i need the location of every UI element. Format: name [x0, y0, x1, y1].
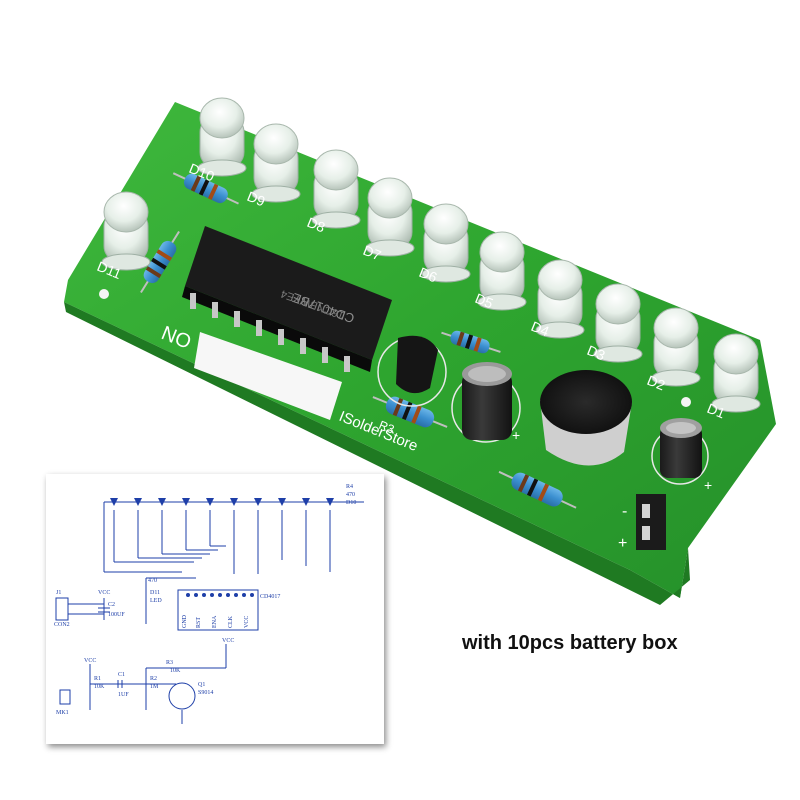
schem-vcc-ic: VCC: [222, 638, 234, 644]
schem-r4: R4: [346, 484, 353, 490]
led: [197, 97, 247, 177]
schem-led-symbol: [182, 498, 190, 506]
schem-led-symbol: [278, 498, 286, 506]
power-connector: [636, 494, 666, 550]
led: [421, 203, 471, 283]
led: [477, 231, 527, 311]
schem-led-symbol: [206, 498, 214, 506]
resistor-label: R3: [377, 418, 397, 437]
schem-led-symbol: [230, 498, 238, 506]
schem-connector-id: J1: [56, 590, 61, 596]
microphone: [540, 370, 632, 466]
capacitor-small: [651, 418, 709, 485]
schem-led-symbol: [302, 498, 310, 506]
led-label: D2: [645, 372, 668, 394]
schem-r5: 470: [148, 578, 157, 584]
schem-connector: CON2: [54, 622, 70, 628]
led: [651, 307, 701, 387]
schem-ic-label: CD4017: [260, 594, 280, 600]
minus-sign: -: [622, 503, 627, 520]
schem-q1-val: S9014: [198, 690, 213, 696]
schematic-inset: CD4017 GND RST ENA CLK VCC CON2 J1 C2 10…: [46, 474, 384, 744]
resistor-bottom: [498, 470, 577, 509]
resistor-left: [140, 230, 180, 294]
ic-chip: CD4017BE 16CNBWYE4: [182, 226, 392, 372]
led-label: D3: [585, 342, 608, 364]
caption-text: with 10pcs battery box: [462, 632, 678, 654]
schem-mk1: MK1: [56, 710, 69, 716]
mount-hole-left: [99, 289, 109, 299]
schem-d11: D11: [150, 590, 160, 596]
led-label: D9: [245, 188, 268, 210]
schem-q1: Q1: [198, 682, 205, 688]
schem-led-symbol: [134, 498, 142, 506]
led: [365, 177, 415, 257]
schem-r1: R1: [94, 676, 101, 682]
led-label: D1: [705, 400, 728, 422]
schem-c1-val: 1UF: [118, 692, 129, 698]
schem-r2: R2: [150, 676, 157, 682]
resistor-mid: [441, 330, 501, 354]
schem-r3-val: 10K: [170, 668, 181, 674]
schem-r3: R3: [166, 660, 173, 666]
schem-vcc-left: VCC: [98, 590, 110, 596]
led: [593, 283, 643, 363]
led-label: D4: [529, 318, 552, 340]
schem-r1-val: 10K: [94, 684, 105, 690]
resistor-top: [172, 172, 239, 205]
schem-c2-val: 100UF: [108, 612, 125, 618]
led-label: D8: [305, 214, 328, 236]
led: [311, 149, 361, 229]
schem-led-symbol: [158, 498, 166, 506]
schem-d10: D10: [346, 500, 356, 506]
capacitor-big: [451, 362, 521, 443]
schem-c1: C1: [118, 672, 125, 678]
led: [101, 191, 151, 271]
schem-pin-ena: ENA: [212, 615, 218, 628]
resistor-r3: [372, 396, 448, 428]
schem-pin-gnd: GND: [182, 614, 188, 628]
schem-led-symbol: [110, 498, 118, 506]
schem-c2: C2: [108, 602, 115, 608]
plus-sign-power: +: [618, 535, 627, 552]
schem-r2-val: 1M: [150, 684, 159, 690]
plus-sign-big-cap: +: [512, 427, 520, 443]
schem-pin-rst: RST: [196, 617, 202, 628]
schem-led-symbol: [326, 498, 334, 506]
schematic-diagram: CD4017 GND RST ENA CLK VCC CON2 J1 C2 10…: [54, 484, 364, 724]
schem-d11-led: LED: [150, 598, 162, 604]
transistor: [377, 335, 447, 407]
led: [711, 333, 761, 413]
plus-sign-small-cap: +: [704, 477, 712, 493]
label-box: [194, 332, 342, 420]
schem-led-symbol: [254, 498, 262, 506]
led: [535, 259, 585, 339]
led-label: D7: [361, 242, 384, 264]
schem-pin-clk: CLK: [228, 615, 234, 628]
led: [251, 123, 301, 203]
mount-hole-right: [681, 397, 691, 407]
schem-r4-val: 470: [346, 492, 355, 498]
led-label: D6: [417, 264, 440, 286]
schem-pin-vcc: VCC: [244, 616, 250, 628]
led-label: D5: [473, 290, 496, 312]
schem-vcc-bottom: VCC: [84, 658, 96, 664]
